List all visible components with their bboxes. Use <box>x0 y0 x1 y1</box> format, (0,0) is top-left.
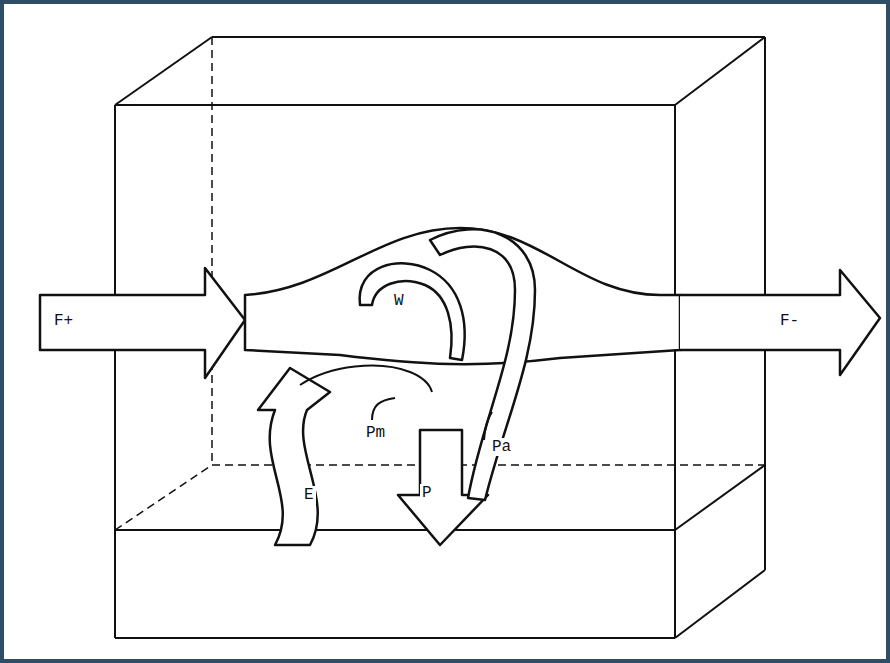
precipitable-water-label: W <box>392 292 406 310</box>
evaporation-label: E <box>302 486 316 504</box>
precipitation-part-label: Pm <box>364 424 387 442</box>
outflow-flux-label: F- <box>778 312 801 330</box>
precipitation-part-label: Pa <box>490 438 513 456</box>
precipitation-label: P <box>420 484 434 502</box>
inflow-flux-label: F+ <box>52 312 75 330</box>
